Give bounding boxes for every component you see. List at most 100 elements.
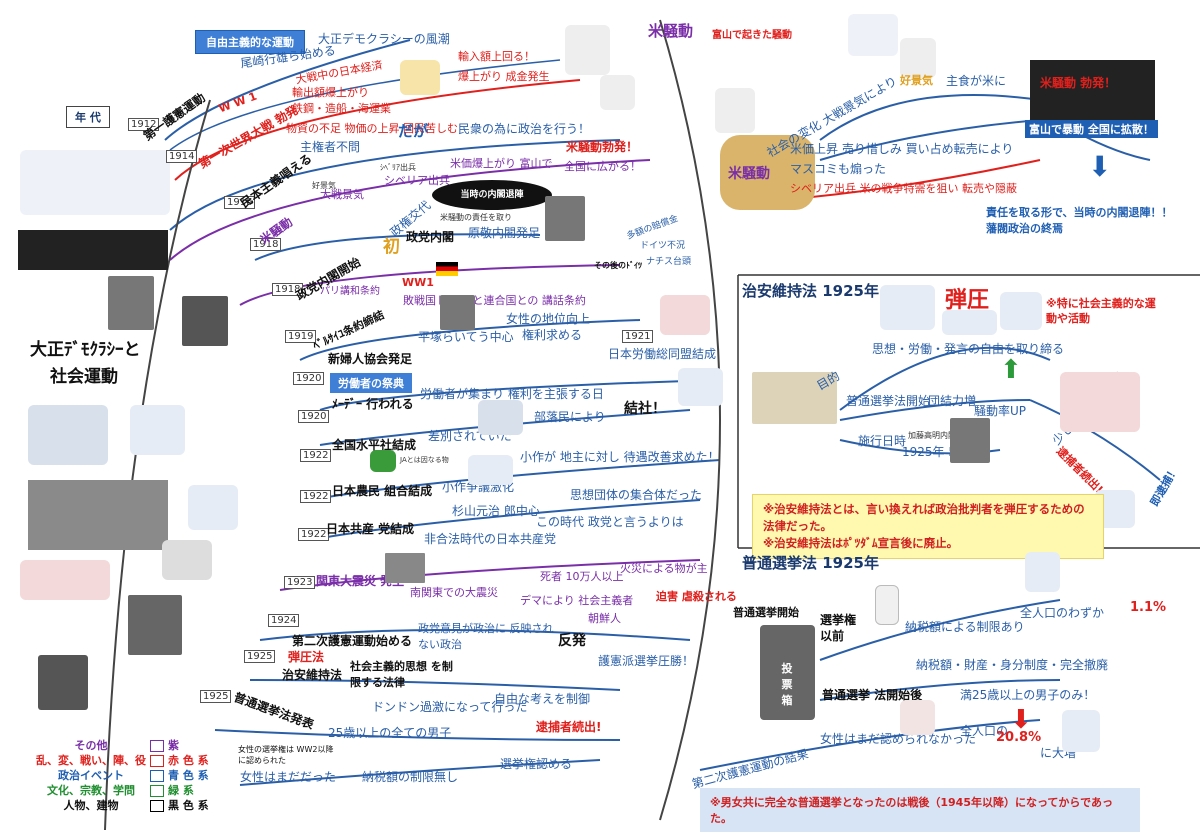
diet-building-icon	[752, 372, 837, 424]
legend-left: その他 乱、変、戦い、陣、役 政治イベント 文化、宗教、学問 人物、建物	[36, 738, 146, 813]
futsu-t4: 普通選挙 法開始後	[822, 688, 923, 702]
branch-1920-mayday-t1: 労働者が集まり 権利を主張する日	[420, 387, 604, 401]
chian-t10: 加藤高明内閣	[908, 431, 956, 440]
branch-1923-t6: 迫害 虐殺される	[656, 590, 737, 603]
branch-1924-t3: 護憲派選挙圧勝！	[598, 654, 695, 668]
futsu-ballot-label: 投 票 箱	[781, 662, 793, 707]
branch-1922-farmers-t3: 小作が 地主に対し 待遇改善求めた！	[520, 450, 720, 464]
ballot-box-icon	[38, 655, 88, 710]
rice-t4: 米価上昇 売り惜しみ 買い占め転売により	[790, 142, 1014, 156]
futsu-box: ※男女共に完全な普通選挙となったのは戦後（1945年以降）になってからであった。	[700, 788, 1140, 832]
rioter-icon	[715, 88, 755, 133]
branch-1918-riot-t5: 全国に広がる！	[564, 160, 641, 173]
branch-1923-t4: デマにより 社会主義者	[520, 594, 634, 607]
year-1922b: 1922	[300, 490, 332, 503]
year-1921: 1921	[622, 330, 654, 343]
futsu-t1: 選挙権 以前	[820, 613, 857, 643]
rice-t6: シベリア出兵 米の戦争特需を狙い 転売や隠蔽	[790, 182, 1017, 195]
branch-1925a-t1: 社会主義的思想 を制限する法律	[350, 660, 453, 689]
branch-1925b-t4: 選挙権認める	[500, 757, 573, 771]
police-icon	[188, 485, 238, 530]
legend-people: 人物、建物	[63, 799, 119, 812]
rice-t2: 好景気	[900, 74, 933, 87]
branch-1923-t1: 南関東での大震災	[410, 586, 498, 599]
branch-1918-cabinet-t2: 初	[383, 237, 400, 257]
rice-t8: 富山で暴動 全国に拡散！	[1025, 120, 1158, 138]
legend-black: 黒 色 系	[168, 799, 209, 812]
legend-blue: 青 色 系	[168, 769, 209, 782]
branch-1922-jcp-main: 日本共産 党結成	[326, 522, 415, 536]
branch-1925a-t4: 逮捕者続出!	[536, 720, 602, 734]
legend-green: 緑 系	[168, 784, 194, 797]
legend-purple: 紫	[168, 739, 179, 752]
branch-1920-women-main: 新婦人協会発足	[328, 352, 413, 366]
futsu-t2: 納税額による制限あり	[905, 620, 1025, 634]
rice-t5: マスコミも煽った	[790, 162, 887, 176]
crowd-icon	[942, 310, 997, 335]
green-up-arrow-icon: ⬆	[1000, 355, 1022, 385]
year-1925b: 1925	[200, 690, 232, 703]
rice-center-label: 米騒動	[728, 166, 770, 182]
money-up-arrow-icon	[400, 60, 440, 95]
legend-key-black	[150, 800, 164, 812]
chian-title: 治安維持法 1925年	[742, 282, 879, 300]
chian-box2: ※治安維持法はﾎﾟﾂﾀﾞﾑ宣言後に廃止。	[763, 536, 959, 550]
chian-t8: 施行日時	[858, 434, 907, 448]
branch-1925a-main: 治安維持法	[282, 668, 343, 682]
tag-oppression-law: 弾圧法	[288, 650, 325, 664]
year-1912: 1912	[128, 118, 160, 131]
futsu-t6: 満25歳以上の男子のみ！	[960, 688, 1096, 702]
branch-1916-t1: 主権者不問	[300, 140, 361, 154]
year-1918a: 1918	[250, 238, 282, 251]
chian-t2: 思想・労働・発言の自由を取り締る	[872, 342, 1065, 356]
branch-1924-main: 第二次護憲運動始める	[292, 634, 413, 648]
branch-1914-t2: 輸出額爆上がり	[292, 86, 369, 99]
branch-1916-t3: 民衆の為に政治を行う！	[458, 122, 591, 136]
legend-right: 紫 赤 色 系 青 色 系 緑 系 黒 色 系	[150, 738, 209, 813]
legend-war: 乱、変、戦い、陣、役	[36, 754, 146, 767]
tag-liberal-movement: 自由主義的な運動	[195, 30, 305, 54]
workers-group-icon	[678, 368, 723, 406]
year-1916: 1916	[224, 196, 256, 209]
farmers-icon	[468, 455, 513, 485]
year-1924: 1924	[268, 614, 300, 627]
branch-1920-women-t4: 日本労働総同盟結成	[608, 347, 717, 361]
branch-1925b-t2: 女性はまだだった	[240, 770, 337, 784]
futsu-title: 普通選挙法 1925年	[742, 554, 879, 572]
german-flag-icon	[436, 262, 458, 276]
branch-1919-t5: ドイツ不況	[640, 241, 686, 251]
man-eating-icon	[900, 38, 936, 78]
branch-1920-women-t3: 権利求める	[522, 328, 583, 342]
portrait-photo-icon	[108, 276, 154, 330]
rice-t3: 主食が米に	[946, 74, 1007, 88]
kato-portrait-icon	[950, 418, 990, 463]
earthquake-photo-icon	[385, 553, 425, 583]
branch-1919-t1: パリ講和条約	[320, 286, 380, 297]
chian-t4: 団結力増	[928, 394, 977, 408]
futsu-t5: 納税額・財産・身分制度・完全撤廃	[916, 658, 1109, 672]
branch-1919-t2: WW1	[402, 276, 434, 289]
branch-1918-riot-t3: 米価爆上がり 富山で	[450, 157, 553, 170]
man-icon	[1025, 552, 1060, 592]
year-1918b: 1918	[272, 283, 304, 296]
futsu-t7: 全人口の	[960, 724, 1009, 738]
chian-note: ※特に社会主義的な運動や活動	[1046, 297, 1156, 325]
ballot-box-icon	[760, 625, 815, 720]
burst-cabinet-resign: 当時の内閣退陣	[432, 180, 552, 210]
raicho-portrait-icon	[440, 295, 475, 330]
anger-people-icon	[20, 150, 170, 215]
futsu-t9: 女性はまだ認められなかった	[820, 732, 977, 746]
rice-result: 責任を取る形で、当時の内閣退陣！！藩閥政治の終焉	[986, 206, 1173, 235]
branch-1920-mayday-main: ﾒｰﾃﾞｰ 行われる	[332, 397, 414, 411]
branch-1923-t2: 死者 10万人以上	[540, 570, 624, 583]
legend-key-purple	[150, 740, 164, 752]
year-1923: 1923	[284, 576, 316, 589]
branch-1922-farmers-main: 日本農民 組合結成	[332, 484, 433, 498]
branch-1925b-t3: 納税額の制限無し	[362, 770, 459, 784]
tag-labor-festival: 労働者の祭典	[330, 373, 412, 393]
branch-1925a-t2: ドンドン過激になって行った	[372, 700, 528, 714]
crowd-silhouette-icon	[18, 230, 168, 270]
branch-1919-t6: ナチス台頭	[646, 257, 692, 267]
chian-danatsu: 弾圧	[945, 288, 990, 313]
year-1919: 1919	[285, 330, 317, 343]
